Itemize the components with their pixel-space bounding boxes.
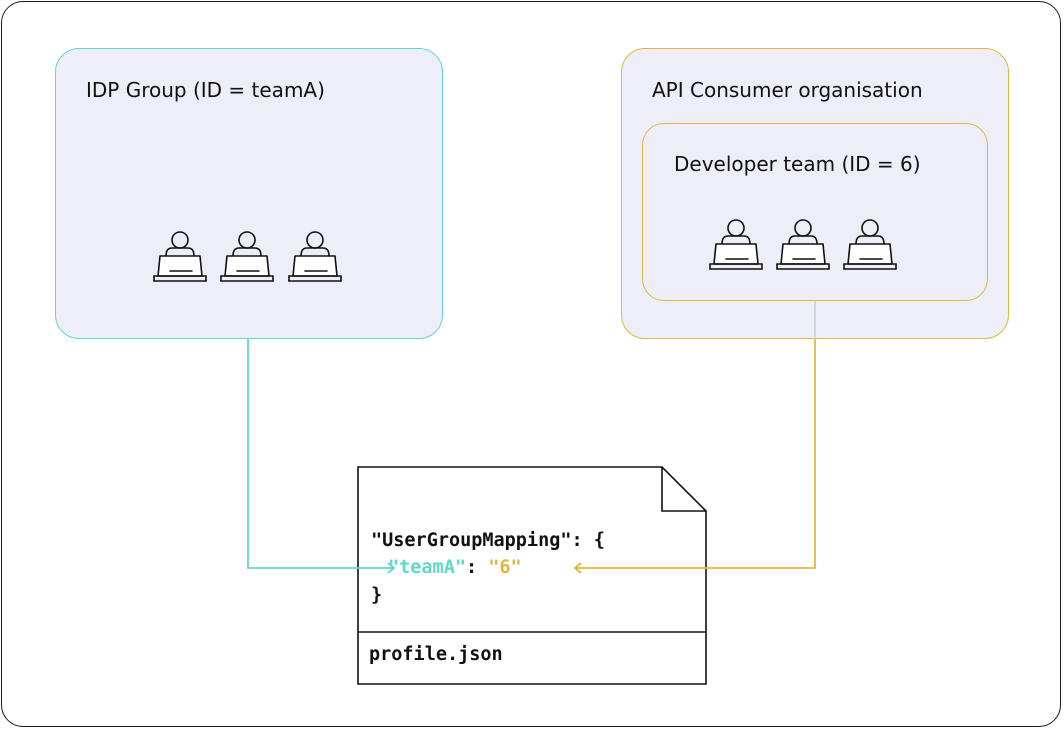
idp-connector-arrowhead: [387, 562, 396, 574]
idp-connector-line: [247, 339, 394, 569]
mapping-separator: :: [465, 557, 489, 578]
code-line-mapping-entry: "teamA": "6": [388, 557, 522, 578]
user-at-laptop-icon: [288, 231, 342, 282]
profile-document-shape: [357, 466, 707, 685]
user-at-laptop-icon: [843, 219, 897, 270]
consumer-organisation-title: API Consumer organisation: [652, 78, 923, 102]
idp-group-box: [55, 48, 443, 339]
user-at-laptop-icon: [220, 231, 274, 282]
mapping-key: "teamA": [388, 557, 466, 578]
team-connector-line: [575, 339, 816, 569]
folded-corner: [661, 467, 706, 512]
file-name-label: profile.json: [369, 644, 503, 665]
developer-team-box: [642, 123, 988, 301]
developer-team-title: Developer team (ID = 6): [674, 152, 921, 176]
user-at-laptop-icon: [153, 231, 207, 282]
team-connector-arrowhead: [573, 562, 582, 574]
mapping-value: "6": [488, 557, 522, 578]
user-at-laptop-icon: [709, 219, 763, 270]
user-at-laptop-icon: [776, 219, 830, 270]
code-line-mapping-close: }: [371, 585, 383, 606]
idp-group-title: IDP Group (ID = teamA): [86, 78, 325, 102]
code-line-mapping-open: "UserGroupMapping": {: [371, 530, 605, 551]
